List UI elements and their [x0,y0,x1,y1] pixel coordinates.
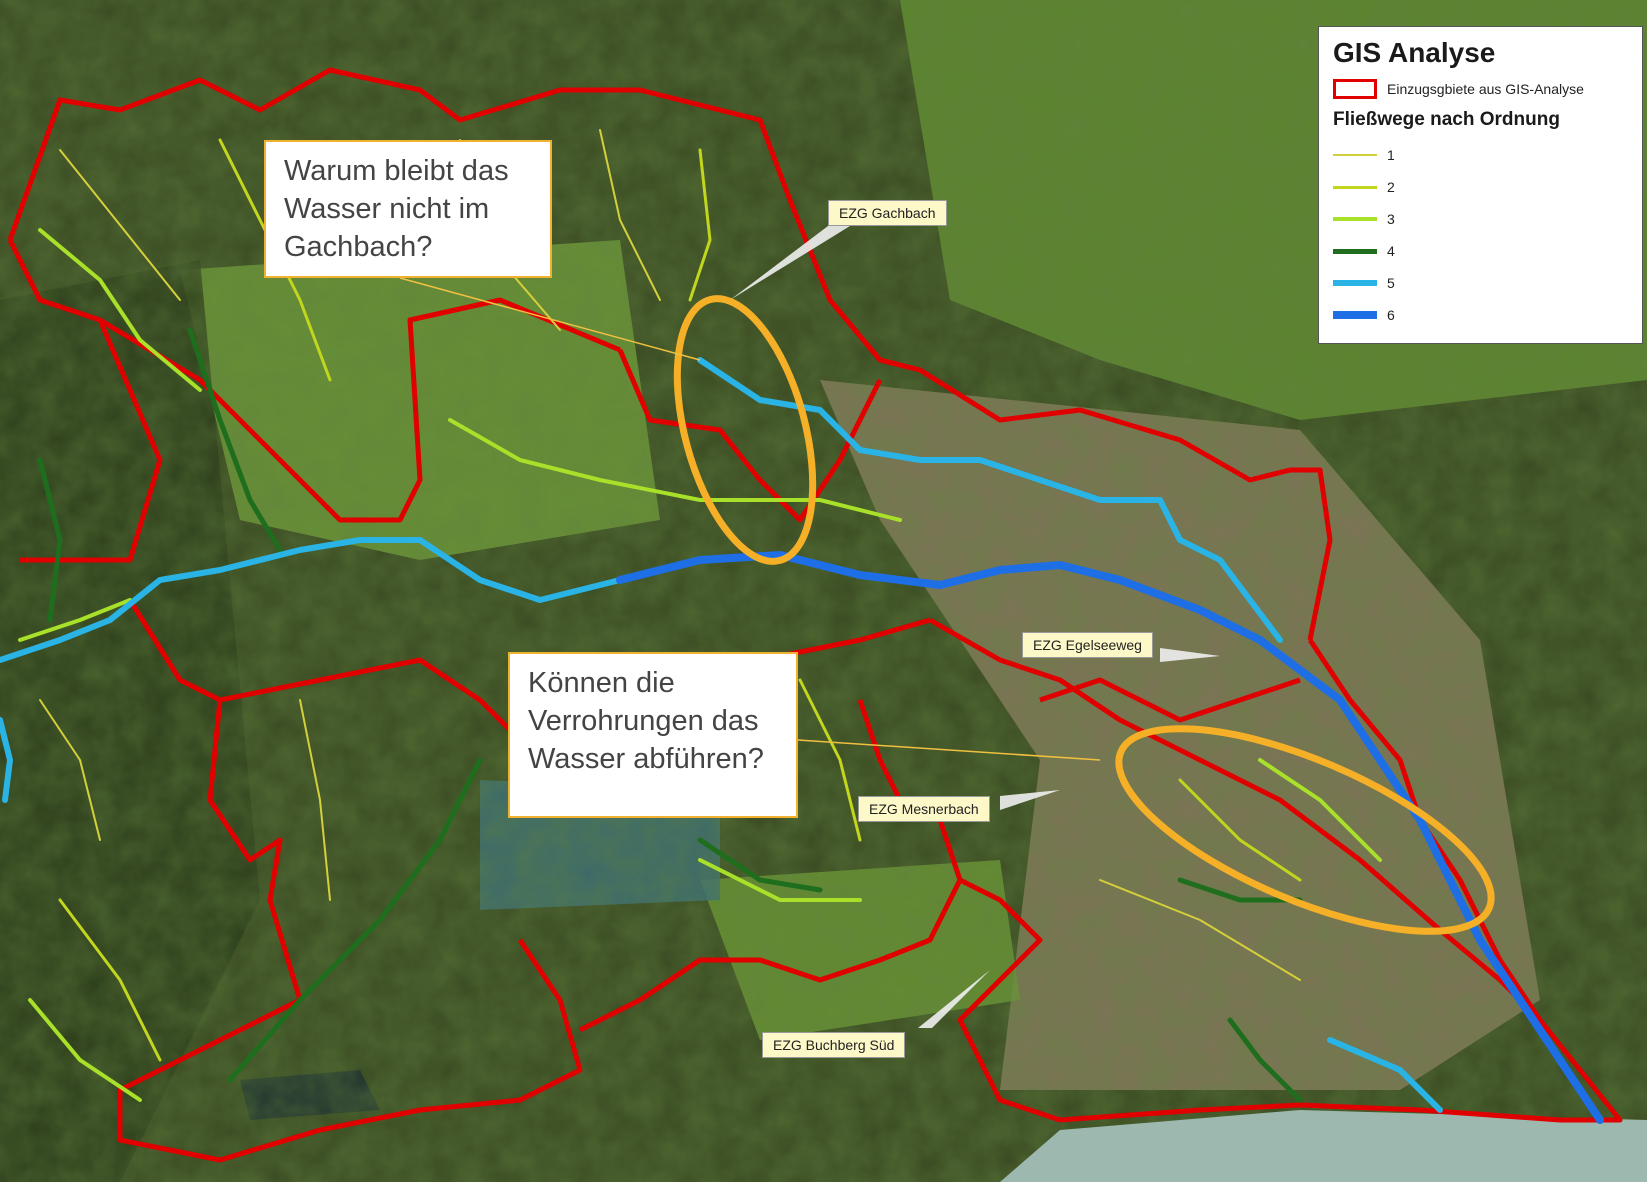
flow-order-label: 1 [1387,147,1395,163]
label-ezg-mesnerbach: EZG Mesnerbach [858,796,990,822]
label-pointers [730,226,1220,1028]
boundary-south-3 [928,617,1623,1123]
legend-flow-order-5: 5 [1333,267,1628,299]
flow-4d [1177,877,1303,903]
flow-order-6 [616,551,1604,1124]
flow-1f [39,699,101,841]
highlight-ellipse-verrohrungen [1115,725,1495,935]
flow-order-swatch [1333,185,1377,189]
flow-1d [299,699,331,901]
flow-order-swatch [1333,311,1377,319]
flow-1c [599,129,661,301]
flow-order-swatch [1333,248,1377,254]
pointer-egelseeweg [1160,648,1220,662]
legend-flow-order-3: 3 [1333,203,1628,235]
flow-order-swatch [1333,280,1377,286]
flow-5c [1327,1037,1443,1113]
flow-2d [1178,778,1302,882]
callout-text: Können die Verrohrungen das Wasser abfüh… [528,667,764,775]
boundary-south-1 [117,598,583,1163]
label-ezg-buchberg-sued: EZG Buchberg Süd [762,1032,906,1058]
pointer-buchberg [918,970,990,1028]
label-ezg-egelseeweg: EZG Egelseeweg [1022,632,1153,658]
boundary-west [7,238,163,563]
legend-flow-order-4: 4 [1333,235,1628,267]
boundary-inner-1 [98,297,621,523]
flow-1e [1099,879,1301,981]
flow-4f [37,457,63,623]
flow-order-swatch [1333,217,1377,221]
flow-3e [1258,758,1382,862]
flow-order-swatch [1333,154,1377,156]
inn-river [1000,1110,1647,1182]
legend-row-catchment: Einzugsgbiete aus GIS-Analyse [1333,79,1628,99]
catchment-swatch [1333,79,1377,99]
map-legend: GIS Analyse Einzugsgbiete aus GIS-Analys… [1318,26,1643,344]
flow-order-label: 6 [1387,307,1395,323]
flow-3a [38,228,202,392]
legend-catchment-label: Einzugsgbiete aus GIS-Analyse [1387,81,1584,97]
legend-flow-order-1: 1 [1333,139,1628,171]
boundary-inner-3 [1039,677,1301,723]
flow-3f [28,998,142,1102]
callout-text: Warum bleibt das Wasser nicht im Gachbac… [284,155,509,263]
flow-order-label: 2 [1387,179,1395,195]
label-ezg-gachbach: EZG Gachbach [828,200,947,226]
flow-order-5 [0,357,1443,1113]
flow-6a [616,551,1604,1124]
flow-4c [697,837,823,893]
flow-3b [448,418,902,522]
flow-order-2 [58,138,1302,1062]
callout-question-verrohrungen: Können die Verrohrungen das Wasser abfüh… [508,652,798,818]
boundary-north [7,67,1333,641]
legend-flow-order-2: 2 [1333,171,1628,203]
flow-3c [18,598,132,642]
flow-4a [187,327,283,553]
pointer-mesnerbach [1000,790,1060,810]
legend-flow-title: Fließwege nach Ordnung [1333,109,1560,130]
flow-4b [227,757,483,1083]
flow-4e [1227,1017,1303,1103]
flow-1a [59,149,181,301]
boundary-south-4 [578,699,963,1033]
legend-flow-order-6: 6 [1333,299,1628,331]
callout-question-gachbach: Warum bleibt das Wasser nicht im Gachbac… [264,140,552,278]
legend-flow-list: 1 2 3 4 5 6 [1333,139,1628,331]
leader-line-1 [399,277,701,361]
flow-5a [0,537,623,663]
pointer-gachbach [730,226,850,300]
flow-2e [58,898,162,1062]
flow-2c [798,678,862,842]
flow-order-4 [37,327,1303,1103]
flow-order-label: 3 [1387,211,1395,227]
leader-lines [399,277,1101,761]
flow-order-3 [18,228,1382,1102]
flow-2b [688,148,712,302]
highlight-ellipse-gachbach [673,295,817,565]
flow-3d [698,858,862,902]
flow-order-label: 5 [1387,275,1395,291]
flow-order-label: 4 [1387,243,1395,259]
flow-5d [0,717,13,803]
leader-line-2 [797,739,1101,761]
flow-paths [0,129,1604,1124]
flow-5b [697,357,1283,643]
legend-title: GIS Analyse [1333,37,1496,68]
boundary-inner-2 [617,349,883,523]
